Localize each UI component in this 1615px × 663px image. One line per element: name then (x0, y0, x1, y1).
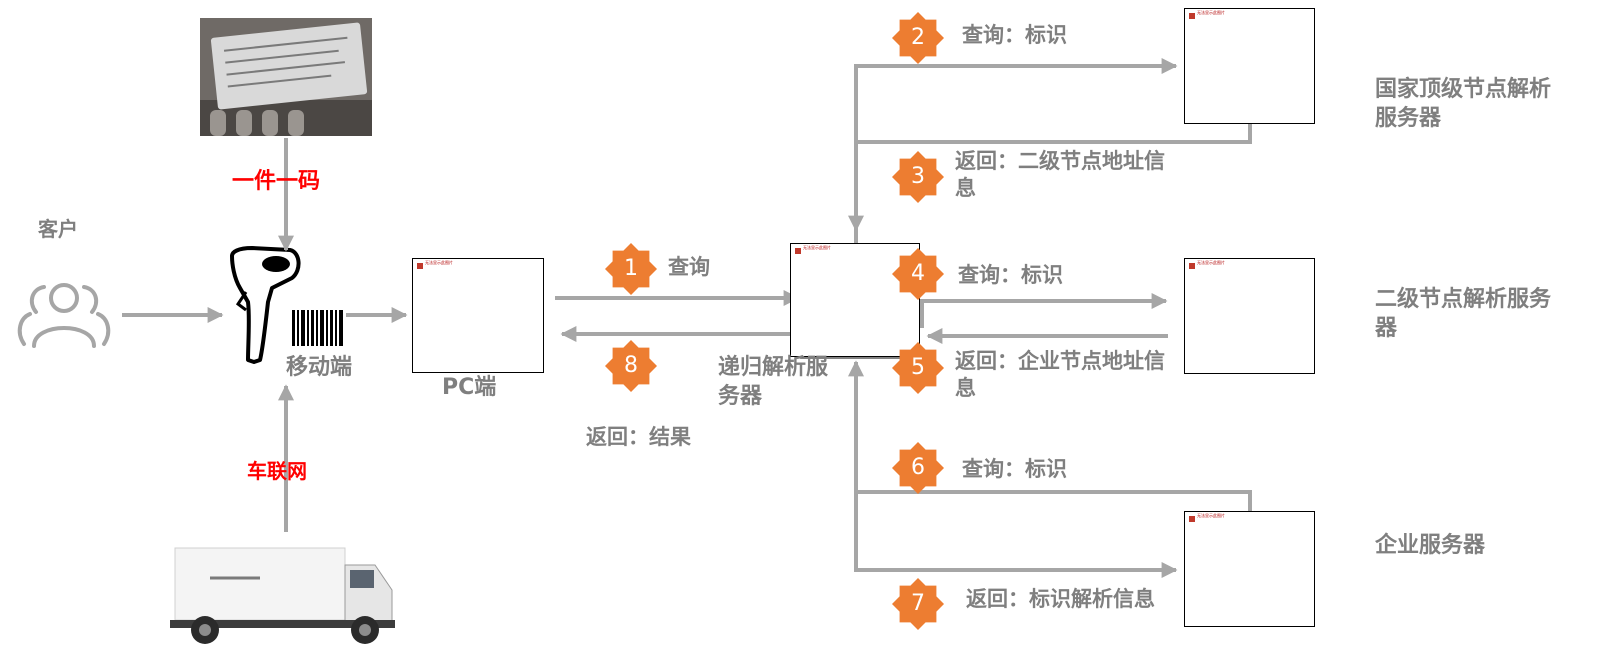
step-8-label: 返回：结果 (586, 425, 691, 449)
step-2-number: 2 (911, 25, 925, 50)
step-1-label: 查询 (668, 255, 710, 279)
step-4-label: 查询：标识 (958, 263, 1063, 287)
step-5-label: 返回：企业节点地址信息 (955, 349, 1165, 401)
secondary-server-label: 二级节点解析服务器 (1375, 287, 1552, 341)
customer-label: 客户 (38, 217, 78, 241)
image-caption: 无法显示此图片 (1197, 260, 1225, 265)
people-icon (17, 283, 111, 348)
enterprise-server-image: 无法显示此图片 (1184, 511, 1315, 627)
arrow-step3 (848, 124, 1252, 232)
step-6-label: 查询：标识 (962, 457, 1067, 481)
mobile-label: 移动端 (286, 355, 353, 380)
broken-image-icon (1189, 13, 1195, 19)
image-caption: 无法显示此图片 (1197, 513, 1225, 518)
step-3-number: 3 (911, 164, 925, 189)
broken-image-icon (417, 263, 423, 269)
image-caption: 无法显示此图片 (803, 245, 831, 250)
broken-image-icon (1189, 516, 1195, 522)
step-6-badge: 6 (892, 442, 944, 494)
national-server-image: 无法显示此图片 (1184, 8, 1315, 124)
enterprise-server-label: 企业服务器 (1375, 533, 1486, 558)
step-8-number: 8 (624, 353, 638, 378)
step-5-number: 5 (911, 355, 925, 380)
step-3-label: 返回：二级节点地址信息 (955, 149, 1165, 201)
step-7-badge: 7 (892, 578, 944, 630)
barcode-scanner-icon (230, 246, 343, 364)
pc-image: 无法显示此图片 (412, 258, 544, 373)
image-caption: 无法显示此图片 (425, 260, 453, 265)
truck-photo (170, 547, 395, 644)
broken-image-icon (795, 248, 801, 254)
one-item-one-code-label: 一件一码 (232, 169, 321, 194)
broken-image-icon (1189, 263, 1195, 269)
step-1-badge: 1 (605, 243, 657, 295)
iov-label: 车联网 (247, 459, 307, 483)
national-server-label: 国家顶级节点解析服务器 (1375, 77, 1552, 131)
step-6-number: 6 (911, 455, 925, 480)
arrow-step6 (848, 360, 1252, 512)
pc-label: PC端 (442, 375, 497, 400)
step-7-number: 7 (911, 591, 925, 616)
arrow-step7 (854, 494, 1178, 578)
step-8-badge: 8 (605, 340, 657, 392)
image-caption: 无法显示此图片 (1197, 10, 1225, 15)
step-2-badge: 2 (892, 12, 944, 64)
step-4-number: 4 (911, 261, 925, 286)
recursive-server-label: 递归解析服务器 (718, 355, 829, 409)
step-2-label: 查询：标识 (962, 23, 1067, 47)
step-1-number: 1 (624, 256, 638, 281)
arrow-step4 (920, 293, 1168, 328)
secondary-server-image: 无法显示此图片 (1184, 258, 1315, 374)
step-3-badge: 3 (892, 151, 944, 203)
step-5-badge: 5 (892, 342, 944, 394)
step-7-label: 返回：标识解析信息 (966, 587, 1155, 611)
nameplate-photo (200, 18, 372, 136)
recursive-server-image: 无法显示此图片 (790, 243, 920, 357)
step-4-badge: 4 (892, 248, 944, 300)
